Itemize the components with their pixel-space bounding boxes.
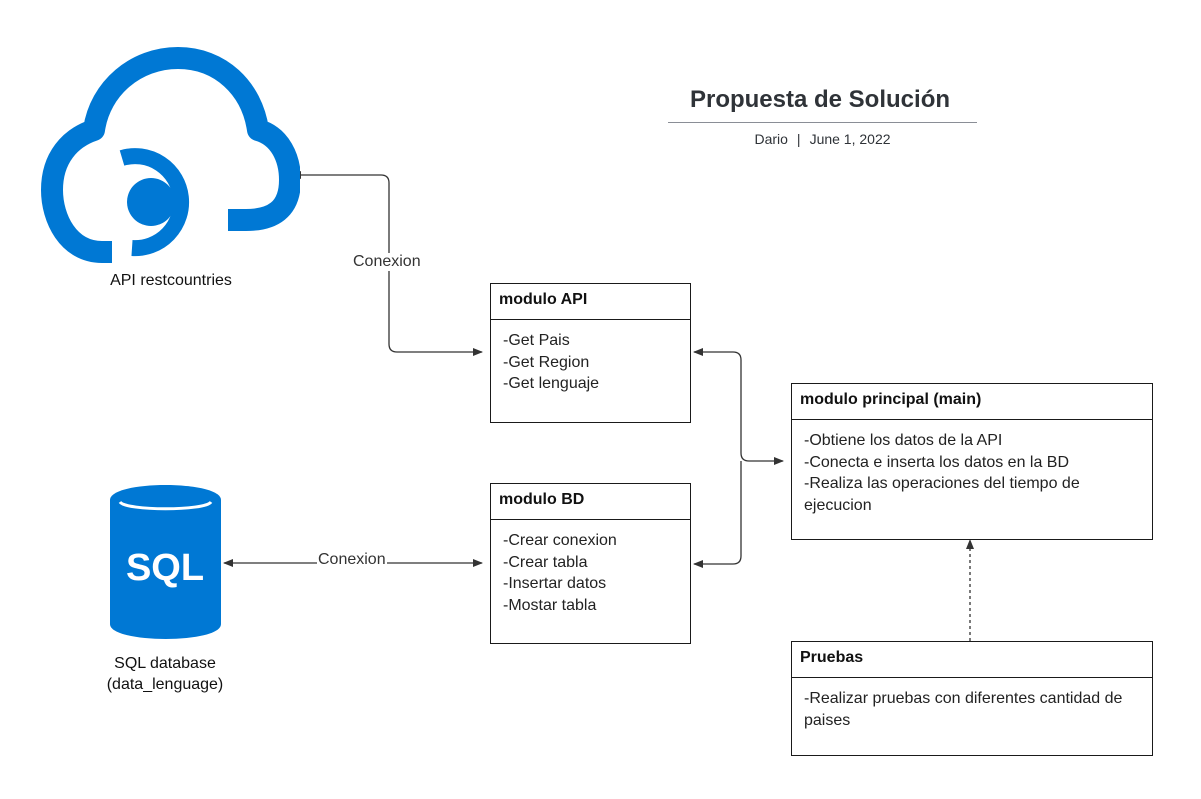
pruebas-box: Pruebas -Realizar pruebas con diferentes… (791, 641, 1153, 756)
db-icon-label: SQL database (data_lenguage) (80, 653, 250, 695)
list-item: -Mostar tabla (503, 596, 597, 614)
modulo-main-box: modulo principal (main) -Obtiene los dat… (791, 383, 1153, 540)
api-connection-label: Conexion (352, 253, 422, 271)
list-item: -Crear conexion (503, 532, 617, 549)
modulo-bd-box: modulo BD -Crear conexion -Crear tabla -… (490, 483, 691, 644)
sql-database-icon: SQL (110, 485, 221, 639)
db-label-line1: SQL database (114, 655, 216, 672)
cloud-api-icon (41, 47, 300, 263)
db-connection-label: Conexion (317, 551, 387, 569)
main-to-api-line (693, 348, 784, 465)
sql-glyph: SQL (126, 547, 204, 589)
list-item: -Crear tabla (503, 553, 588, 571)
modulo-main-list: -Obtiene los datos de la API -Conecta e … (792, 420, 1152, 526)
modulo-bd-title: modulo BD (491, 484, 690, 520)
main-to-bd-line (693, 461, 742, 568)
date: June 1, 2022 (809, 131, 891, 147)
modulo-api-box: modulo API -Get Pais -Get Region -Get le… (490, 283, 691, 423)
list-item: -Get lenguaje (503, 375, 600, 392)
subtitle: Dario | June 1, 2022 (668, 131, 977, 147)
pruebas-list: -Realizar pruebas con diferentes cantida… (792, 678, 1152, 741)
list-item: -Get Region (503, 353, 590, 371)
modulo-bd-list: -Crear conexion -Crear tabla -Insertar d… (491, 520, 690, 626)
subtitle-separator: | (796, 131, 801, 147)
modulo-api-title: modulo API (491, 284, 690, 320)
list-item: -Conecta e inserta los datos en la BD (804, 453, 1070, 471)
author: Dario (754, 131, 788, 147)
list-item: -Get Pais (503, 332, 570, 349)
list-item: -Realiza las operaciones del tiempo de e… (804, 475, 1080, 514)
db-label-line2: (data_lenguage) (106, 676, 224, 693)
pruebas-title: Pruebas (792, 642, 1152, 678)
api-icon-label: API restcountries (110, 272, 232, 289)
page-title: Propuesta de Solución (689, 86, 951, 113)
title-divider (668, 122, 977, 123)
list-item: -Realizar pruebas con diferentes cantida… (804, 690, 1123, 729)
modulo-main-title: modulo principal (main) (792, 384, 1152, 420)
list-item: -Obtiene los datos de la API (804, 432, 1003, 449)
list-item: -Insertar datos (503, 575, 607, 592)
modulo-api-list: -Get Pais -Get Region -Get lenguaje (491, 320, 690, 405)
